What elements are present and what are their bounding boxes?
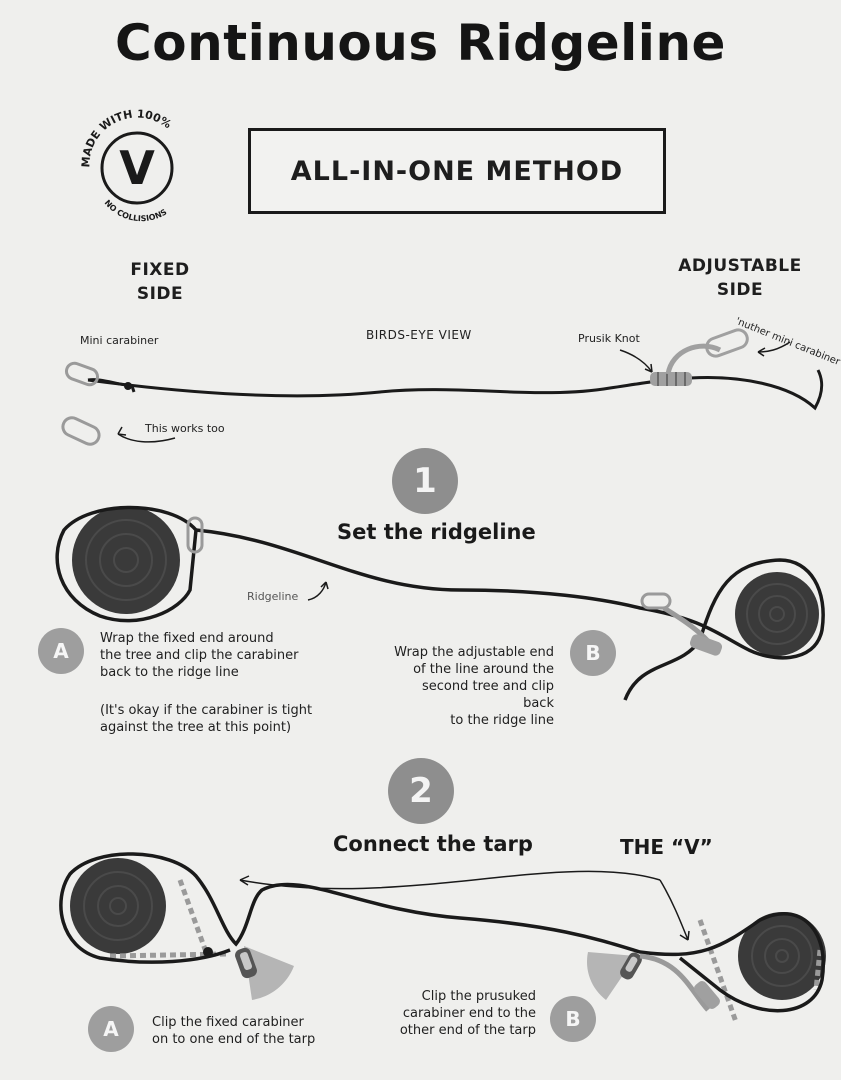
step-1-carabiner-left <box>186 516 204 554</box>
step-1-b-badge: B <box>570 630 616 676</box>
birds-eye-view-label: BIRDS-EYE VIEW <box>366 328 472 342</box>
step-1-a-badge: A <box>38 628 84 674</box>
step-2-clip-left <box>235 947 257 979</box>
step-2-ridgeline <box>59 852 825 1013</box>
prusik-knot-icon <box>650 372 692 386</box>
step-2-heading: Connect the tarp <box>333 832 533 856</box>
page-title: Continuous Ridgeline <box>115 14 726 72</box>
nuther-arrow <box>757 341 791 353</box>
tarp-corner-right <box>586 952 636 1000</box>
mini-carabiner-icon <box>64 361 100 387</box>
step-1-badge: 1 <box>392 448 458 514</box>
this-works-arrow <box>117 433 176 443</box>
step-2-badge: 2 <box>388 758 454 824</box>
step-2-a-badge: A <box>88 1006 134 1052</box>
v-pointer <box>659 879 689 941</box>
step-2-diagram <box>59 852 826 1023</box>
this-works-too-label: This works too <box>145 422 225 435</box>
tree-left-2 <box>70 858 166 954</box>
step-1-heading: Set the ridgeline <box>337 520 536 544</box>
ridgeline-cord <box>87 369 824 411</box>
step-2-b-badge: B <box>550 996 596 1042</box>
made-with-badge: MADE WITH 100% NO COLLISIONS V <box>79 107 174 223</box>
nuther-carabiner-icon <box>705 328 749 358</box>
ridgeline-label: Ridgeline <box>247 590 299 603</box>
the-v-label: THE “V” <box>620 835 713 859</box>
fixed-knot <box>124 382 132 390</box>
badge-letter: V <box>119 141 155 195</box>
method-box: ALL-IN-ONE METHOD <box>248 128 666 214</box>
step-1-diagram <box>55 505 825 701</box>
birds-eye-diagram <box>61 328 824 446</box>
alt-carabiner-icon <box>61 416 101 446</box>
v-arc-line <box>239 870 661 890</box>
prusik-knot-label: Prusik Knot <box>578 332 640 345</box>
tarp-corner-left <box>244 946 294 1000</box>
step-1-ridgeline <box>195 528 825 701</box>
tree-right <box>735 572 819 656</box>
step-1-prusik <box>689 634 723 656</box>
step-2-prusik <box>694 981 720 1009</box>
badge-ring <box>100 131 174 205</box>
prusik-arrow <box>619 349 653 373</box>
step-2-clip-right <box>620 952 642 980</box>
step-1-carabiner-right <box>640 592 672 610</box>
tree-right-2 <box>738 912 826 1000</box>
ridgeline-arrow <box>307 581 327 601</box>
tree-left <box>72 506 180 614</box>
mini-carabiner-label: Mini carabiner <box>80 334 159 347</box>
